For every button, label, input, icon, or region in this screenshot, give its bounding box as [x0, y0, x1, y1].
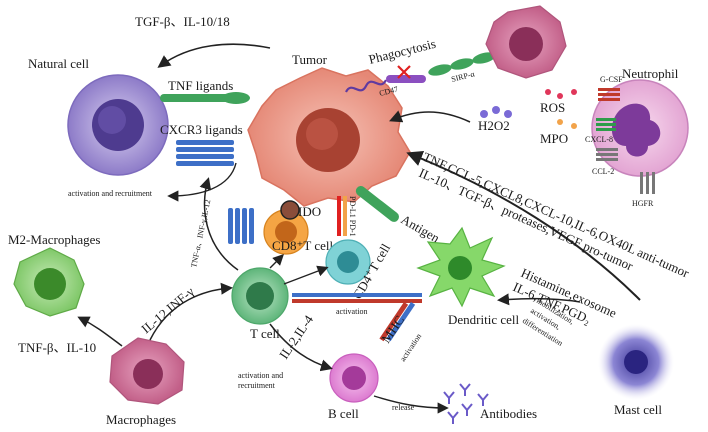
b-cell-label: B cell: [328, 406, 359, 421]
mpo-label: MPO: [540, 131, 568, 146]
il12-infg-label: IL-12,INF-γ: [138, 284, 197, 337]
il2-il4-label: IL-2,IL-4: [276, 312, 316, 362]
t-cell-label: T cell: [250, 326, 280, 341]
arrow-h2o2-to-tumor: [389, 110, 471, 123]
arrow-t-to-cd8: [269, 254, 284, 269]
antigen-connector: [355, 186, 399, 222]
recruitment-label: recruitment: [238, 381, 276, 390]
dendritic-cell-label: Dendritic cell: [448, 312, 519, 327]
release-label: release: [392, 403, 415, 412]
tnf-ligands-label: TNF ligands: [168, 78, 233, 93]
activation-mhc-label: activation: [398, 332, 423, 363]
sirp-label: SIRP-α: [450, 69, 476, 84]
natural-cell-label: Natural cell: [28, 56, 89, 71]
neutrophil-cell: [591, 79, 689, 177]
phagocytosis-label: Phagocytosis: [367, 36, 437, 67]
tgf-il10-label: TNF-β、IL-10: [18, 340, 96, 355]
antibodies-label: Antibodies: [480, 406, 537, 421]
cxcr3-ligands-label: CXCR3 ligands: [160, 122, 243, 137]
ccl2-label: CCL-2: [592, 167, 614, 176]
cd8-t-cell: [263, 209, 309, 255]
h2o2-molecules: [480, 106, 512, 118]
dc-t-connector: [292, 293, 422, 303]
tnf-ligand-connector: [160, 92, 250, 104]
mpo-molecules: [557, 119, 577, 129]
b-cell: [329, 353, 379, 403]
arrow-tcell-to-nk: [199, 177, 239, 271]
tumor-label: Tumor: [292, 52, 328, 67]
t-cell: [231, 267, 289, 325]
cd8-t-cell-label: CD8⁺T cell: [272, 238, 334, 253]
cxcl8-label: CXCL-8: [585, 135, 613, 144]
macrophages-label: Macrophages: [106, 412, 176, 427]
top-macrophage: [485, 5, 567, 79]
h2o2-label: H2O2: [478, 118, 510, 133]
tumor-cell: [247, 67, 411, 207]
neutrophil-label: Neutrophil: [622, 66, 679, 81]
ido-label: IDO: [298, 204, 321, 219]
activation-recruitment-nk-label: activation and recruitment: [68, 189, 153, 198]
m2-macrophage: [13, 247, 85, 317]
arrow-t-to-b: [269, 323, 333, 372]
arrow-mac-to-m2: [77, 316, 123, 347]
arrow-b-release: [373, 395, 449, 414]
tnf-il12-small-label: TNF-α、INF-γ,IL-12: [189, 199, 212, 269]
macrophages: [109, 337, 185, 405]
ido-marker: [280, 200, 300, 220]
pdl1-pd1-label: PD-L1 PD-1: [348, 196, 357, 237]
gcsf-label: G-CSF: [600, 75, 623, 84]
cd4-t-cell: [325, 239, 371, 285]
pdl1-pd1-connector: [337, 196, 347, 236]
mhc-connector: [379, 302, 416, 342]
ros-molecules: [545, 89, 577, 99]
cxcr3-receptor: [176, 140, 234, 166]
m2-macrophages-label: M2-Macrophages: [8, 232, 100, 247]
activation-recruitment-t-label: activation and: [238, 371, 283, 380]
arrow-t-to-cd4: [283, 265, 329, 285]
neutrophil-receptors: [596, 88, 655, 194]
hgfr-label: HGFR: [632, 199, 654, 208]
arrow-mast-to-dc: [497, 293, 581, 306]
arrow-tumor-to-nk: [157, 43, 271, 68]
ido-receptor: [228, 208, 254, 244]
antigen-label: Antigen: [399, 212, 443, 246]
arrow-cxcr3-activation: [167, 162, 237, 202]
arrow-neutrophil-factors: [406, 151, 641, 301]
dendritic-cell: [416, 226, 506, 308]
cd47-label: CD47: [378, 85, 399, 98]
mast-cell-label: Mast cell: [614, 402, 662, 417]
activation-dc-t-label: activation: [336, 307, 368, 316]
arrow-mac-to-tcell: [149, 282, 233, 341]
natural-cell: [67, 74, 169, 176]
mast-cell: [598, 324, 674, 400]
ros-label: ROS: [540, 100, 565, 115]
antibodies-icon: [443, 383, 489, 424]
cd47-sirp-connector: [345, 52, 496, 93]
tgf-il10-18-label: TGF-β、IL-10/18: [135, 14, 230, 29]
